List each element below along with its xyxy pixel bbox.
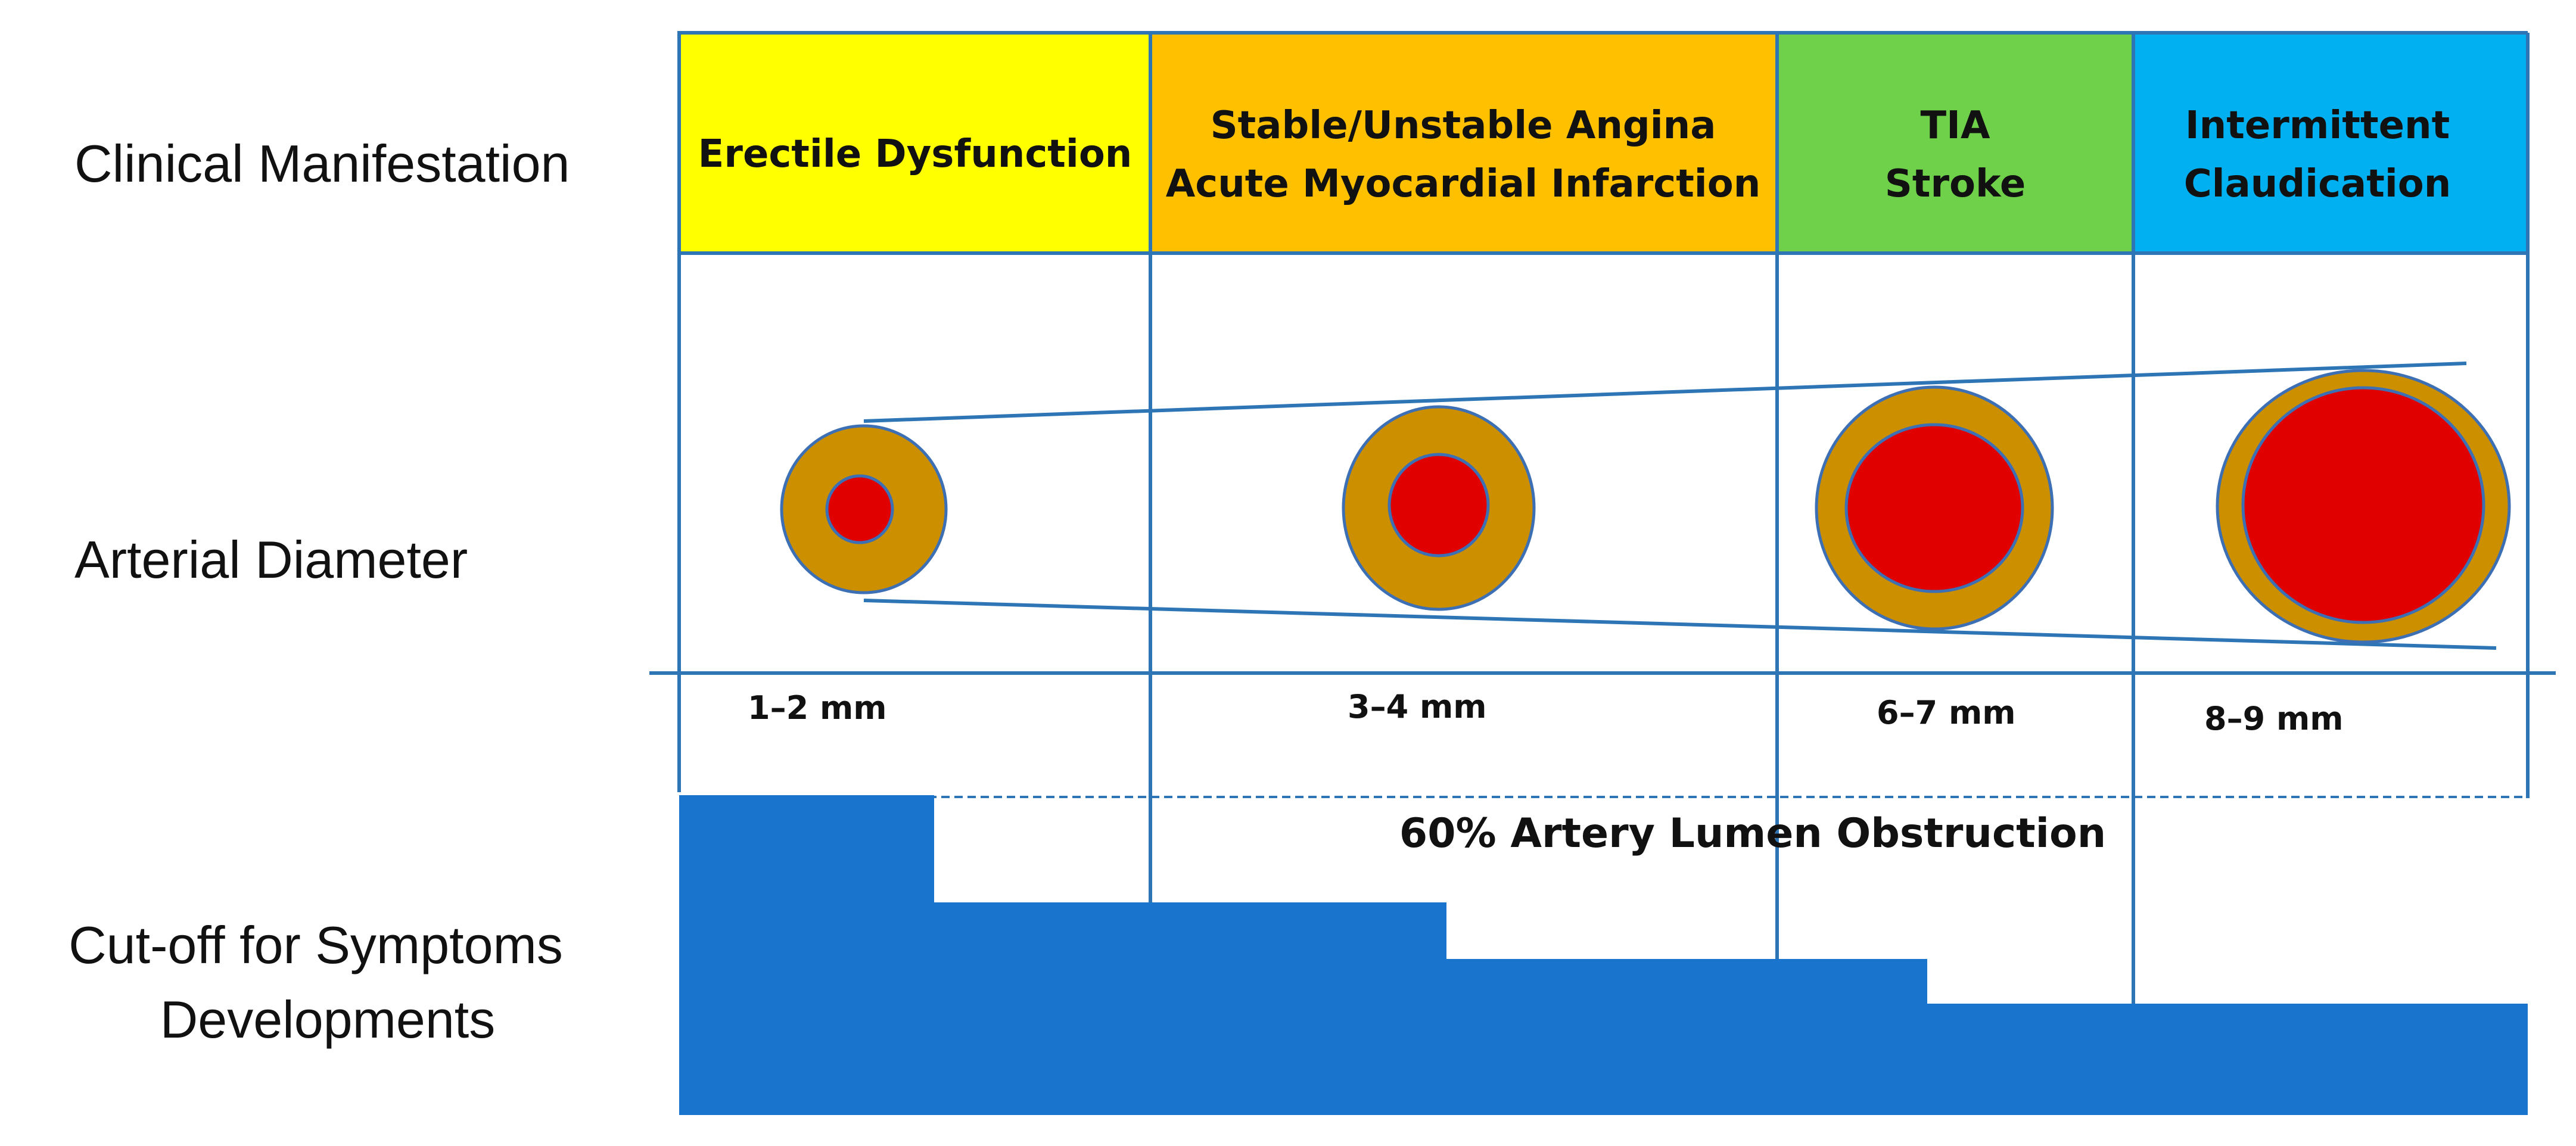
artery-lumen-4 [2241, 386, 2485, 624]
diameter-label-3: 6–7 mm [1877, 694, 2015, 731]
artery-cross-section-2 [1342, 405, 1536, 611]
taper-line-top [863, 362, 2467, 423]
grid-lines [649, 31, 2556, 1007]
header-cell-claudication [2135, 33, 2526, 253]
artery-cross-section-3 [1815, 385, 2054, 631]
header-text-angina: Stable/Unstable Angina [1211, 104, 1716, 148]
artery-cross-section-4 [2216, 369, 2511, 644]
row-label-cutoff-line1: Cut-off for Symptoms [69, 915, 563, 974]
artery-lumen-3 [1844, 423, 2024, 593]
taper-line-bottom [863, 599, 2497, 650]
header-text-myocardial-infarction: Acute Myocardial Infarction [1166, 162, 1761, 206]
row-label-cutoff-line2: Developments [160, 990, 496, 1049]
header-cell-erectile-dysfunction [679, 33, 1149, 253]
diameter-label-2: 3–4 mm [1348, 688, 1486, 725]
row-label-clinical-manifestation: Clinical Manifestation [74, 134, 570, 193]
diameter-label-4: 8–9 mm [2204, 700, 2343, 737]
artery-cross-sections [780, 369, 2511, 644]
diameter-label-1: 1–2 mm [748, 689, 886, 727]
header-text-stroke: Stroke [1885, 162, 2026, 206]
header-cells [679, 33, 2526, 253]
artery-cross-section-1 [780, 424, 948, 594]
header-text-intermittent: Intermittent [2185, 104, 2450, 148]
header-cell-angina-mi [1152, 33, 1775, 253]
header-text-tia: TIA [1921, 104, 1990, 148]
symptom-cutoff-staircase [679, 795, 2528, 1115]
header-text-claudication: Claudication [2184, 162, 2451, 206]
obstruction-label: 60% Artery Lumen Obstruction [1399, 810, 2106, 857]
header-text-erectile-dysfunction: Erectile Dysfunction [698, 132, 1133, 176]
artery-lumen-1 [825, 474, 894, 544]
taper-lines [863, 362, 2497, 650]
row-label-arterial-diameter: Arterial Diameter [74, 530, 468, 589]
header-cell-tia-stroke [1779, 33, 2132, 253]
artery-lumen-2 [1387, 453, 1490, 558]
